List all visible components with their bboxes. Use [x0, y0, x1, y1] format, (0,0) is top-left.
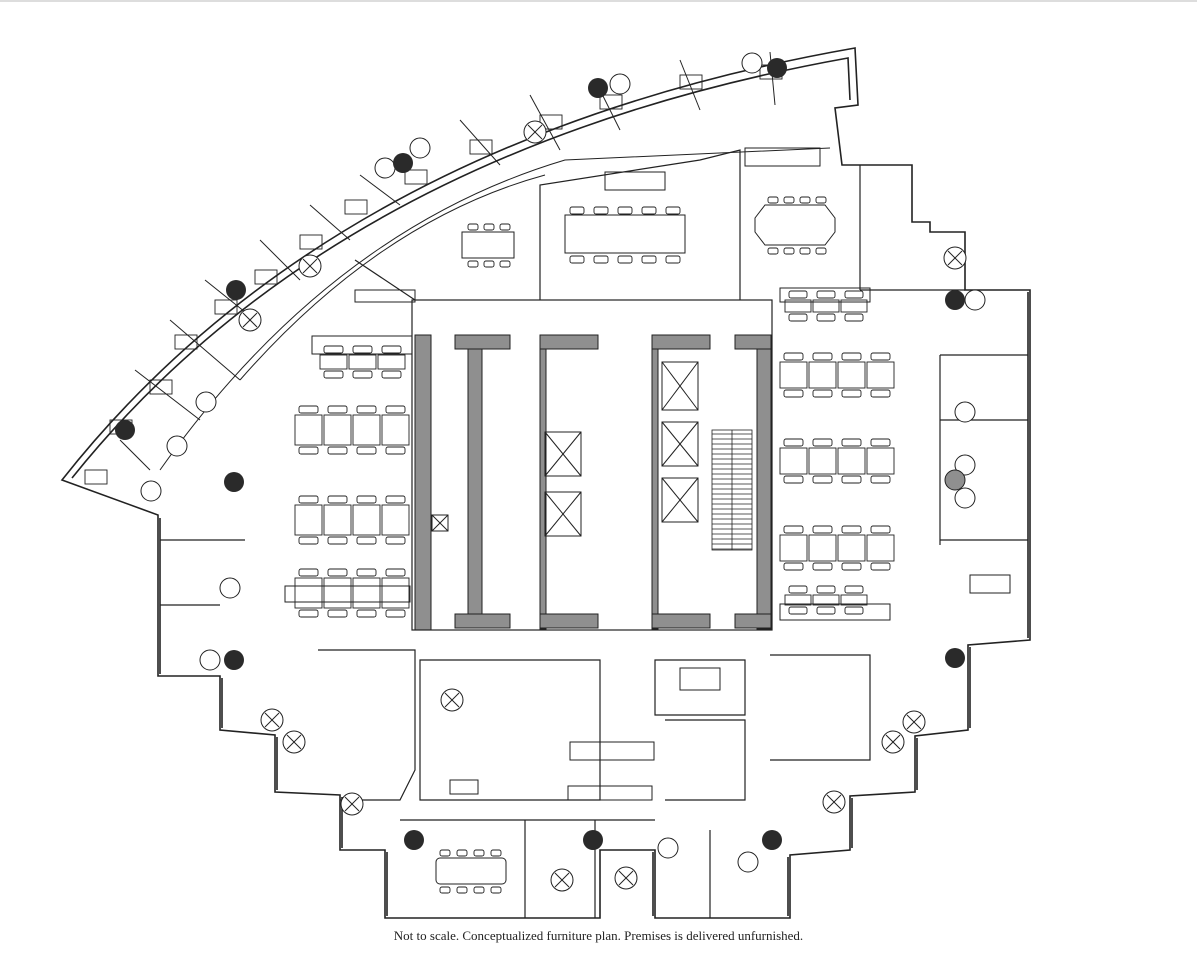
round-tables	[140, 52, 986, 892]
column-dot	[404, 830, 424, 850]
column-dot	[583, 830, 603, 850]
interior-walls	[160, 149, 1028, 918]
plan-caption: Not to scale. Conceptualized furniture p…	[393, 928, 804, 943]
elevator-shafts	[431, 361, 699, 537]
column-dot	[393, 153, 413, 173]
structural-columns	[115, 58, 965, 850]
column-dot	[945, 290, 965, 310]
gray-column	[944, 469, 966, 491]
column-dot	[762, 830, 782, 850]
conference-rooms	[284, 147, 1011, 885]
column-dot	[767, 58, 787, 78]
column-dot	[224, 472, 244, 492]
stairwell	[711, 429, 753, 551]
open-workstations	[84, 64, 895, 894]
building-core	[411, 299, 773, 631]
column-dot	[945, 648, 965, 668]
column-dot	[226, 280, 246, 300]
column-dot	[588, 78, 608, 98]
column-dot	[115, 420, 135, 440]
column-dot	[224, 650, 244, 670]
